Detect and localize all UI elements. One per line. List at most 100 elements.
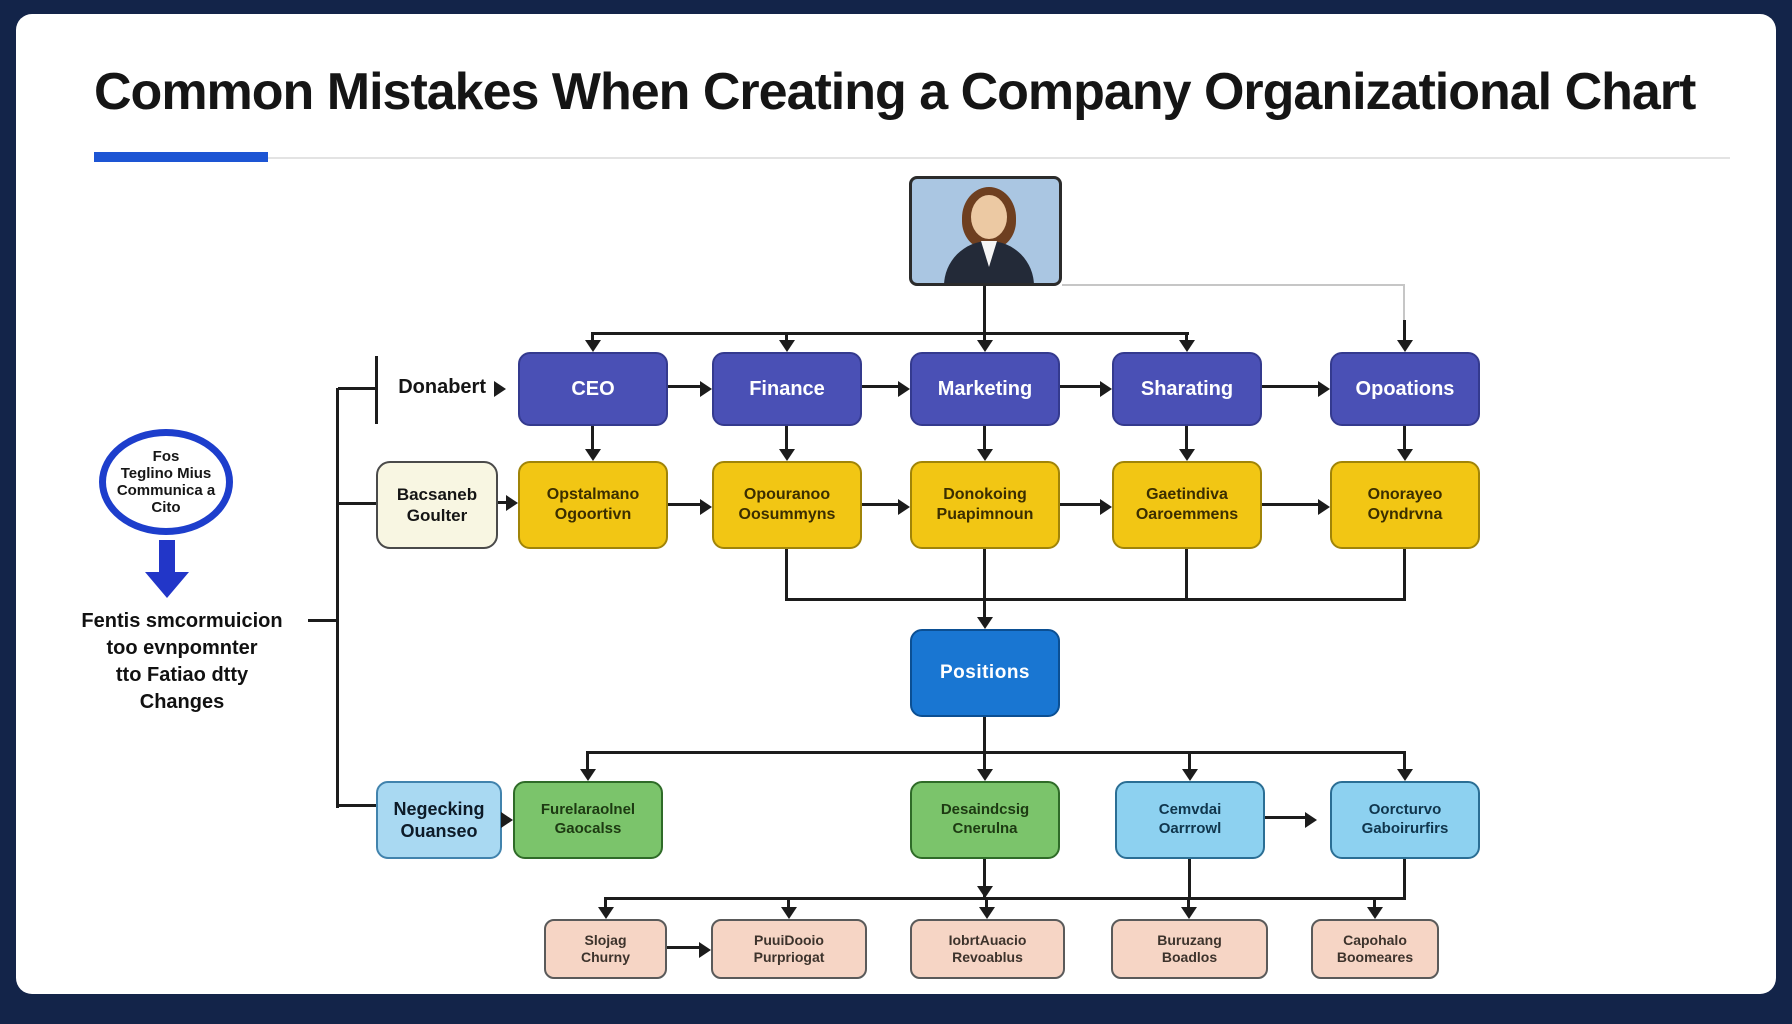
connector (591, 332, 1189, 335)
connector (985, 897, 988, 909)
exec-node-marketing: Marketing (910, 352, 1060, 426)
title-divider (94, 157, 1730, 159)
connector (498, 501, 506, 504)
dept-node-5: Onorayeo Oyndrvna (1330, 461, 1480, 549)
arrowhead (1318, 381, 1330, 397)
team-node-4: Oorcturvo Gaboirurfirs (1330, 781, 1480, 859)
subteam-node-3: IobrtAuacio Revoablus (910, 919, 1065, 979)
connector-faint (1062, 284, 1405, 286)
connector (1403, 320, 1406, 342)
arrowhead (779, 449, 795, 461)
title-accent-bar (94, 152, 268, 162)
connector (1373, 897, 1376, 909)
positions-node: Positions (910, 629, 1060, 717)
connector (604, 897, 607, 909)
arrowhead (898, 499, 910, 515)
arrowhead (1397, 340, 1413, 352)
team-node-3: Cemvdai Oarrrowl (1115, 781, 1265, 859)
ceo-portrait-photo (909, 176, 1062, 286)
bracket-line (336, 388, 339, 808)
connector (591, 332, 594, 342)
team-row-label: Negecking Ouanseo (376, 781, 502, 859)
connector (983, 286, 986, 332)
arrowhead (1318, 499, 1330, 515)
connector (1185, 332, 1188, 342)
exec-node-4: Sharating (1112, 352, 1262, 426)
arrowhead (979, 907, 995, 919)
arrowhead (1367, 907, 1383, 919)
connector (787, 897, 790, 909)
connector (983, 717, 986, 753)
team-node-2: Desaindcsig Cnerulna (910, 781, 1060, 859)
connector (1060, 503, 1100, 506)
connector (1188, 859, 1191, 899)
arrowhead (585, 449, 601, 461)
arrowhead (700, 381, 712, 397)
arrowhead (977, 769, 993, 781)
department-row-label: Bacsaneb Goulter (376, 461, 498, 549)
subteam-node-5: Capohalo Boomeares (1311, 919, 1439, 979)
down-arrow-icon (145, 572, 189, 598)
arrowhead (898, 381, 910, 397)
connector (983, 332, 986, 342)
arrowhead (501, 812, 513, 828)
arrowhead (1305, 812, 1317, 828)
arrowhead (781, 907, 797, 919)
connector (1403, 859, 1406, 899)
arrowhead (1100, 499, 1112, 515)
connector (591, 426, 594, 452)
down-arrow-icon (159, 540, 175, 574)
connector (586, 751, 1406, 754)
arrowhead (700, 499, 712, 515)
team-node-1: Furelaraolnel Gaocalss (513, 781, 663, 859)
arrowhead (977, 617, 993, 629)
connector (785, 426, 788, 452)
connector (667, 946, 699, 949)
exec-node-ceo: CEO (518, 352, 668, 426)
arrowhead (977, 449, 993, 461)
connector (983, 549, 986, 600)
arrowhead (580, 769, 596, 781)
connector (983, 751, 986, 770)
arrowhead (1397, 769, 1413, 781)
dept-node-1: Opstalmano Ogoortivn (518, 461, 668, 549)
dept-node-4: Gaetindiva Oaroemmens (1112, 461, 1262, 549)
connector (862, 385, 898, 388)
arrowhead (585, 340, 601, 352)
connector (983, 426, 986, 452)
arrowhead (977, 886, 993, 898)
connector (785, 332, 788, 342)
subteam-node-1: Slojag Churny (544, 919, 667, 979)
exec-node-5: Opoations (1330, 352, 1480, 426)
connector (785, 549, 788, 600)
arrowhead (598, 907, 614, 919)
page-title: Common Mistakes When Creating a Company … (94, 63, 1696, 121)
arrowhead (1179, 340, 1195, 352)
arrowhead (506, 495, 518, 511)
connector (983, 859, 986, 899)
arrowhead (977, 340, 993, 352)
connector-faint (1403, 284, 1405, 322)
connector (1262, 503, 1318, 506)
dept-node-3: Donokoing Puapimnoun (910, 461, 1060, 549)
connector (1403, 751, 1406, 770)
arrowhead (1181, 907, 1197, 919)
connector (1403, 549, 1406, 600)
connector (862, 503, 898, 506)
arrowhead (494, 381, 506, 397)
connector (983, 598, 986, 618)
connector (604, 897, 1406, 900)
bracket-tick (375, 356, 378, 424)
connector (1265, 816, 1305, 819)
connector (1403, 426, 1406, 452)
exec-node-finance: Finance (712, 352, 862, 426)
connector (668, 503, 700, 506)
subteam-node-2: PuuiDooio Purpriogat (711, 919, 867, 979)
connector (668, 385, 700, 388)
callout-caption: Fentis smcormuicion too evnpomnter tto F… (81, 610, 283, 713)
bracket-stub (338, 804, 376, 807)
connector (586, 751, 589, 770)
connector (1185, 426, 1188, 452)
connector (1060, 385, 1100, 388)
